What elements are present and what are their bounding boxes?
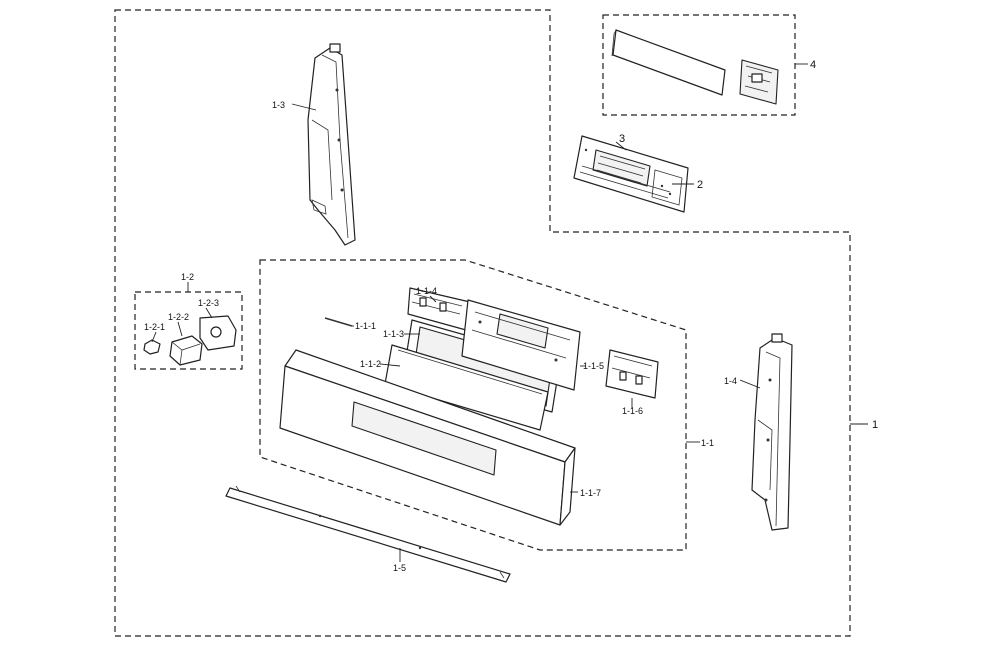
label-1-1-1: 1-1-1 bbox=[355, 321, 376, 331]
label-1-2-3: 1-2-3 bbox=[198, 298, 219, 308]
label-1-1-3: 1-1-3 bbox=[383, 329, 404, 339]
label-1-2-1: 1-2-1 bbox=[144, 322, 165, 332]
part-4-display-cover bbox=[611, 29, 726, 96]
assembly-1-outline bbox=[114, 9, 851, 637]
label-1-1: 1-1 bbox=[701, 438, 714, 448]
part-1-1-7-control-panel bbox=[279, 349, 576, 526]
part-control-housing bbox=[461, 299, 581, 391]
label-1: 1 bbox=[872, 419, 878, 431]
label-1-2: 1-2 bbox=[181, 272, 194, 282]
label-1-2-2: 1-2-2 bbox=[168, 312, 189, 322]
label-3: 3 bbox=[619, 133, 625, 145]
assembly-1-2-outline bbox=[134, 291, 243, 370]
label-1-3: 1-3 bbox=[272, 100, 285, 110]
part-1-2-1-knob bbox=[143, 339, 161, 355]
label-1-1-4: 1-1-4 bbox=[416, 286, 437, 296]
part-1-3-left-bracket bbox=[307, 43, 356, 246]
assembly-1-1-outline bbox=[259, 259, 687, 551]
label-1-1-7: 1-1-7 bbox=[580, 488, 601, 498]
part-4-small-board bbox=[739, 59, 779, 105]
part-1-5-trim-strip bbox=[225, 485, 511, 583]
leader-lines bbox=[151, 63, 868, 562]
part-2-control-board bbox=[573, 135, 689, 213]
part-1-1-5-board bbox=[605, 349, 659, 399]
label-1-1-6: 1-1-6 bbox=[622, 406, 643, 416]
label-4: 4 bbox=[810, 59, 816, 71]
label-1-1-5: 1-1-5 bbox=[583, 361, 604, 371]
part-1-2-2-encoder bbox=[169, 335, 203, 366]
label-1-1-2: 1-1-2 bbox=[360, 359, 381, 369]
label-1-5: 1-5 bbox=[393, 563, 406, 573]
label-2: 2 bbox=[697, 179, 703, 191]
callout-labels: 1 1-1 1-1-1 1-1-2 1-1-3 1-1-4 1-1-5 1-1-… bbox=[144, 59, 878, 573]
label-1-4: 1-4 bbox=[724, 376, 737, 386]
assembly-4-outline bbox=[602, 14, 796, 116]
part-1-4-right-bracket bbox=[751, 333, 793, 531]
part-1-1-2-panel bbox=[384, 344, 549, 431]
part-1-2-3-bracket bbox=[199, 315, 237, 351]
part-1-1-1-rod bbox=[324, 317, 353, 327]
